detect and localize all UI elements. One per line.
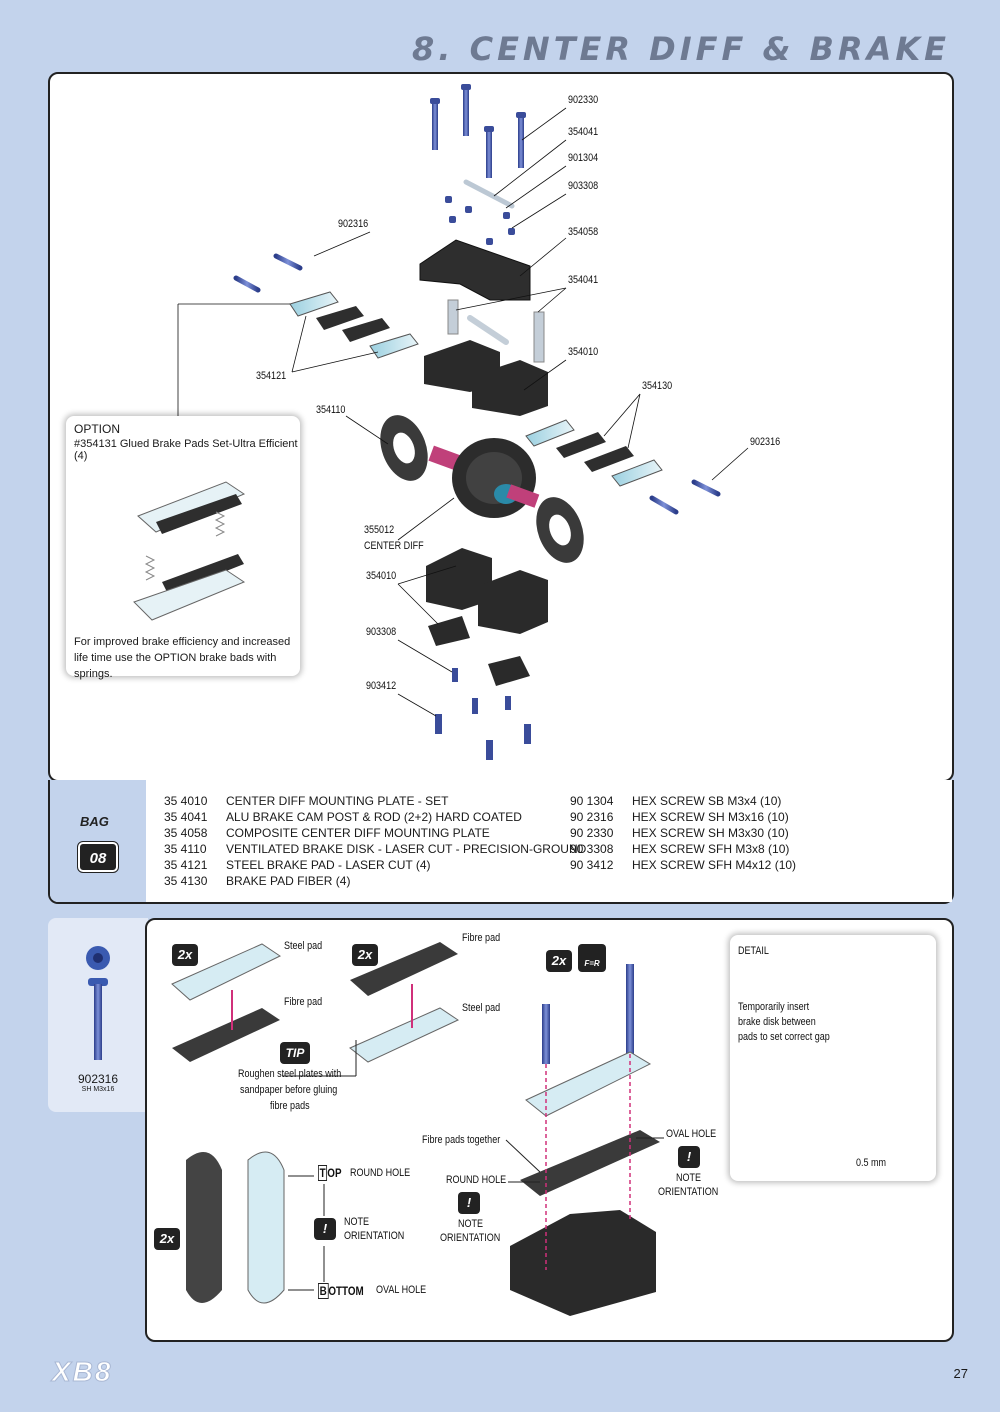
- round-hole-label: ROUND HOLE: [446, 1174, 507, 1186]
- round-hole-label: ROUND HOLE: [350, 1167, 411, 1179]
- screw-reference-tab: 902316 SH M3x16: [48, 918, 148, 1112]
- quantity-badge: 2x: [546, 950, 572, 972]
- option-title: OPTION: [74, 422, 121, 436]
- note-label: NOTE: [676, 1172, 702, 1184]
- part-label-354041-posts: 354041: [568, 274, 599, 286]
- option-callout: OPTION #354131 Glued Brake Pads Set-Ultr…: [66, 416, 300, 680]
- oval-hole-label: OVAL HOLE: [666, 1128, 717, 1140]
- detail-text: Temporarily insert: [738, 1001, 810, 1013]
- screw-code: 902316: [77, 1072, 119, 1086]
- part-label-354121: 354121: [256, 370, 287, 382]
- fibre-pad-label: Fibre pad: [284, 996, 323, 1008]
- note-label: NOTE: [458, 1218, 484, 1230]
- option-subtitle: #354131 Glued Brake Pads Set-Ultra Effic…: [74, 438, 298, 462]
- part-label-354058: 354058: [568, 226, 599, 238]
- fibre-together-label: Fibre pads together: [422, 1134, 501, 1146]
- bag-label: BAG: [80, 814, 109, 829]
- orientation-label: ORIENTATION: [440, 1232, 501, 1244]
- orientation-label: ORIENTATION: [658, 1186, 719, 1198]
- detail-text: pads to set correct gap: [738, 1031, 830, 1043]
- part-label-901304: 901304: [568, 152, 599, 164]
- left-brake-pads: [289, 291, 419, 359]
- front-rear-badge: F=R: [578, 944, 606, 972]
- part-label-902316-right: 902316: [750, 436, 781, 448]
- quantity-badge: 2x: [172, 944, 198, 966]
- tip-text: Roughen steel plates with: [238, 1068, 342, 1080]
- tip-text: sandpaper before gluing: [240, 1084, 338, 1096]
- part-label-902316: 902316: [338, 218, 369, 230]
- tip-badge: TIP: [280, 1042, 310, 1064]
- bag-indicator: BAG 08: [50, 780, 146, 902]
- orientation-label: ORIENTATION: [344, 1230, 405, 1242]
- screw-icon: [86, 946, 110, 1060]
- part-label-354041: 354041: [568, 126, 599, 138]
- part-label-903412: 903412: [366, 680, 397, 692]
- warning-icon: !: [678, 1146, 700, 1168]
- detail-callout: DETAIL Temporarily insert brake disk bet…: [730, 935, 936, 1181]
- part-label-354010: 354010: [568, 346, 599, 358]
- page-number: 27: [953, 1366, 968, 1381]
- gap-dimension: 0.5 mm: [856, 1157, 887, 1169]
- detail-text: brake disk between: [738, 1016, 816, 1028]
- note-label: NOTE: [344, 1216, 370, 1228]
- part-label-355012: 355012: [364, 524, 395, 536]
- part-label-903308: 903308: [568, 180, 599, 192]
- fibre-pad-label: Fibre pad: [462, 932, 501, 944]
- part-label-center-diff: CENTER DIFF: [364, 540, 424, 552]
- option-note: For improved brake efficiency and increa…: [74, 636, 291, 680]
- detail-title: DETAIL: [738, 945, 769, 957]
- part-label-354110: 354110: [316, 404, 346, 416]
- screw-size: SH M3x16: [81, 1086, 115, 1093]
- quantity-badge: 2x: [154, 1228, 180, 1250]
- option-pads-art: [133, 481, 246, 621]
- page-title: 8. CENTER DIFF & BRAKE: [412, 30, 950, 68]
- bag-number: 08: [77, 841, 119, 873]
- steel-pad-label: Steel pad: [462, 1002, 501, 1014]
- part-label-354130: 354130: [642, 380, 673, 392]
- tip-text: fibre pads: [270, 1100, 310, 1112]
- part-label-903308-lower: 903308: [366, 626, 397, 638]
- warning-icon: !: [314, 1218, 336, 1240]
- brand-logo: XB8: [51, 1356, 113, 1388]
- long-screws: [430, 84, 526, 178]
- warning-icon: !: [458, 1192, 480, 1214]
- steel-pad-label: Steel pad: [284, 940, 323, 952]
- oval-hole-label: OVAL HOLE: [376, 1284, 427, 1296]
- part-label-902330: 902330: [568, 94, 599, 106]
- part-label-354010-lower: 354010: [366, 570, 397, 582]
- quantity-badge: 2x: [352, 944, 378, 966]
